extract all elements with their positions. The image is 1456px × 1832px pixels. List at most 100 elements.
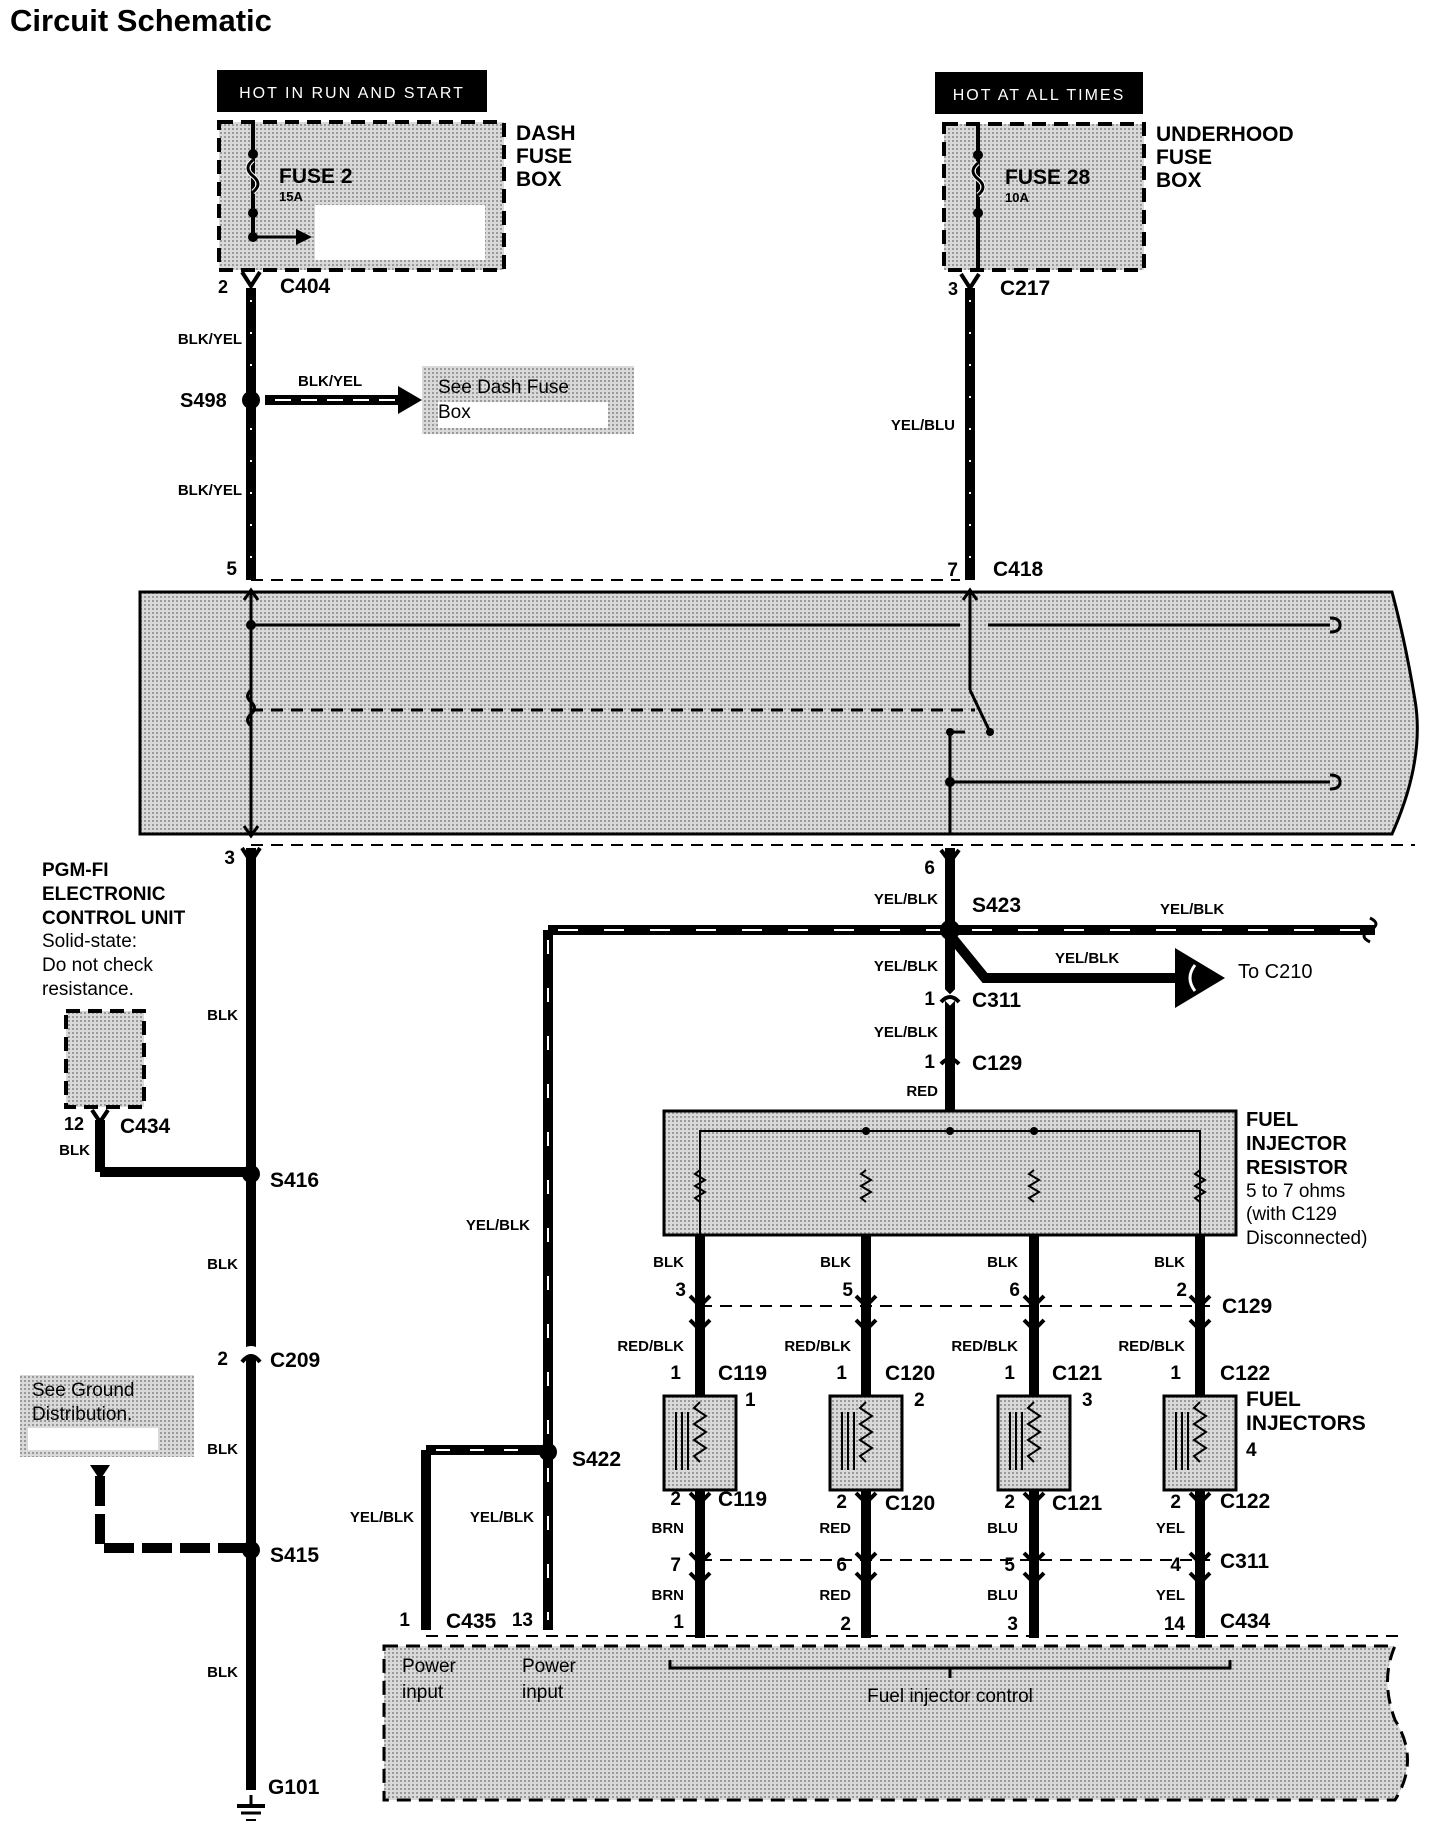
pin-c434-3: 3 bbox=[1007, 1614, 1018, 1635]
wire-red-blk-3: RED/BLK bbox=[951, 1338, 1018, 1355]
pin-c311-7: 7 bbox=[670, 1555, 681, 1576]
splice-s422-label: S422 bbox=[572, 1448, 621, 1471]
wire-yel-blk-5: YEL/BLK bbox=[874, 1024, 938, 1041]
underhood-fuse-box-label-3: BOX bbox=[1156, 169, 1202, 192]
pin-c434-2: 2 bbox=[840, 1614, 851, 1635]
pin-injector-1-top: 1 bbox=[670, 1363, 681, 1384]
connector-c129-injectors: C129 bbox=[1222, 1295, 1272, 1318]
connector-c120-bottom: C120 bbox=[885, 1492, 935, 1515]
pin-c217: 3 bbox=[948, 279, 958, 299]
connector-c217: C217 bbox=[1000, 277, 1050, 300]
see-dash-fuse-line-1: See Dash Fuse bbox=[438, 377, 569, 398]
pin-injector-4-top: 1 bbox=[1170, 1363, 1181, 1384]
splice-s415-label: S415 bbox=[270, 1544, 319, 1567]
pin-c434-1: 1 bbox=[673, 1612, 684, 1633]
connector-c119-top: C119 bbox=[718, 1362, 767, 1385]
connector-c122-bottom: C122 bbox=[1220, 1490, 1270, 1513]
ecu-note-1: Solid-state: bbox=[42, 931, 137, 952]
see-dash-fuse-arrow bbox=[398, 386, 422, 414]
dash-fuse-box: FUSE 2 15A DASH FUSE BOX bbox=[217, 120, 576, 272]
upper-wiring bbox=[240, 270, 981, 580]
pin-5-c418: 5 bbox=[226, 559, 237, 580]
connector-c119-bottom: C119 bbox=[718, 1488, 767, 1511]
pin-injector-2-bottom: 2 bbox=[836, 1492, 847, 1513]
connector-c311-top: C311 bbox=[972, 989, 1021, 1012]
wire-blu-1: BLU bbox=[987, 1520, 1018, 1537]
pin-c311-6: 6 bbox=[836, 1555, 847, 1576]
power-input-1-line-1: Power bbox=[402, 1656, 457, 1677]
pin-c311-5: 5 bbox=[1004, 1555, 1015, 1576]
ecu-name-3: CONTROL UNIT bbox=[42, 908, 186, 929]
connector-c121-top: C121 bbox=[1052, 1362, 1103, 1385]
connector-c434-ecu: C434 bbox=[120, 1115, 171, 1138]
pin-injector-3-top: 1 bbox=[1004, 1363, 1015, 1384]
pin-c435-13: 13 bbox=[512, 1610, 533, 1631]
see-dash-fuse-note: See Dash Fuse Box bbox=[422, 366, 634, 434]
wire-yel-blk-2: YEL/BLK bbox=[1160, 901, 1224, 918]
wire-yel-1: YEL bbox=[1156, 1520, 1185, 1537]
wire-blk-3: BLK bbox=[207, 1256, 238, 1273]
power-input-1-line-2: input bbox=[402, 1682, 444, 1703]
pin-3-ecu: 3 bbox=[224, 848, 235, 869]
pin-c434-14: 14 bbox=[1164, 1614, 1186, 1635]
wire-blk-yel-1: BLK/YEL bbox=[178, 331, 242, 348]
splice-s423 bbox=[940, 920, 960, 940]
pin-6-s423: 6 bbox=[924, 858, 935, 879]
connector-c404: C404 bbox=[280, 275, 331, 298]
ecu-name-2: ELECTRONIC bbox=[42, 884, 166, 905]
injector-number-3: 3 bbox=[1082, 1390, 1093, 1411]
hot-in-run-start-label: HOT IN RUN AND START bbox=[239, 85, 465, 102]
power-input-2-line-1: Power bbox=[522, 1656, 577, 1677]
connector-c435: C435 bbox=[446, 1610, 497, 1633]
dash-fuse-box-label-3: BOX bbox=[516, 168, 562, 191]
resistor-name-1: FUEL bbox=[1246, 1109, 1298, 1131]
main-relay-unit bbox=[138, 579, 1419, 846]
wire-yel-blk-7: YEL/BLK bbox=[350, 1509, 414, 1526]
fuse-28-rating: 10A bbox=[1005, 190, 1029, 205]
ecu-note-2: Do not check bbox=[42, 955, 153, 976]
to-c210-label: To C210 bbox=[1238, 961, 1313, 983]
wire-blk-6: BLK bbox=[653, 1254, 684, 1271]
connector-c129-top: C129 bbox=[972, 1052, 1022, 1075]
splice-s498 bbox=[242, 391, 260, 409]
wire-brn-2: BRN bbox=[652, 1587, 685, 1604]
to-c210-connector-mark bbox=[1188, 964, 1197, 992]
pin-c129-2: 2 bbox=[1176, 1280, 1187, 1301]
page-title: Circuit Schematic bbox=[10, 3, 272, 38]
yel-blk-feed-wiring bbox=[421, 848, 1378, 1630]
resistor-spec-2: (with C129 bbox=[1246, 1204, 1337, 1225]
wire-blk-9: BLK bbox=[1154, 1254, 1185, 1271]
ground-wiring bbox=[95, 846, 265, 1821]
splice-s415 bbox=[242, 1541, 260, 1559]
injector-3 bbox=[996, 1394, 1072, 1492]
splice-s423-label: S423 bbox=[972, 894, 1021, 917]
injector-4 bbox=[1162, 1394, 1238, 1492]
wire-yel-blk-1: YEL/BLK bbox=[874, 891, 938, 908]
splice-s422 bbox=[539, 1443, 557, 1461]
hot-at-all-times-banner: HOT AT ALL TIMES bbox=[935, 72, 1143, 114]
wire-blk-8: BLK bbox=[987, 1254, 1018, 1271]
ecu-note-3: resistance. bbox=[42, 979, 134, 1000]
pin-1-c311: 1 bbox=[924, 989, 935, 1010]
wire-red-blk-2: RED/BLK bbox=[784, 1338, 851, 1355]
ecu-small-box bbox=[64, 1009, 146, 1126]
pin-c404: 2 bbox=[218, 277, 228, 297]
wire-blk-yel-2: BLK/YEL bbox=[298, 373, 362, 390]
see-ground-note: See Ground Distribution. bbox=[20, 1375, 194, 1457]
resistor-spec-3: Disconnected) bbox=[1246, 1228, 1367, 1249]
pin-injector-4-bottom: 2 bbox=[1170, 1492, 1181, 1513]
wire-yel-blk-8: YEL/BLK bbox=[470, 1509, 534, 1526]
pin-12-c434: 12 bbox=[64, 1114, 84, 1134]
wire-yel-blk-3: YEL/BLK bbox=[1055, 950, 1119, 967]
connector-c418: C418 bbox=[993, 558, 1044, 581]
wire-blk-4: BLK bbox=[207, 1441, 238, 1458]
see-ground-line-1: See Ground bbox=[32, 1380, 134, 1401]
fuel-injector-control-label: Fuel injector control bbox=[867, 1686, 1033, 1707]
connector-c122-top: C122 bbox=[1220, 1362, 1270, 1385]
dash-fuse-box-label-1: DASH bbox=[516, 122, 576, 145]
wire-red-1: RED bbox=[819, 1520, 851, 1537]
injector-wiring bbox=[688, 1235, 1212, 1638]
splice-s416-label: S416 bbox=[270, 1169, 319, 1192]
resistor-spec-1: 5 to 7 ohms bbox=[1246, 1181, 1345, 1202]
